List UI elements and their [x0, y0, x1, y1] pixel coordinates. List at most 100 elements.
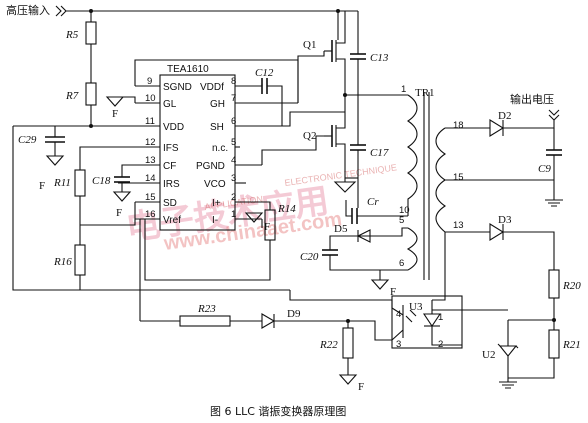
svg-text:5: 5 — [399, 215, 404, 226]
r22-label: R22 — [319, 339, 338, 351]
ground-icon — [244, 212, 264, 223]
r5-label: R5 — [65, 29, 79, 41]
r11-label: R11 — [53, 177, 71, 189]
svg-text:12: 12 — [145, 137, 156, 148]
svg-text:F: F — [358, 381, 364, 393]
ground-label: F — [39, 180, 45, 192]
u3-label: U3 — [409, 301, 423, 313]
watermark-sub1: ELECTRONIC TECHNIQUE — [284, 162, 398, 188]
diode-d3 — [489, 223, 505, 241]
svg-text:10: 10 — [145, 93, 156, 104]
svg-text:PGND: PGND — [196, 161, 225, 172]
c18-label: C18 — [92, 175, 111, 187]
resistor-r20 — [548, 269, 560, 299]
optocoupler-u3 — [391, 295, 463, 349]
q2-label: Q2 — [303, 130, 316, 142]
svg-text:14: 14 — [145, 173, 156, 184]
svg-text:I+: I+ — [212, 198, 221, 209]
c9-label: C9 — [538, 163, 551, 175]
c20-label: C20 — [300, 251, 319, 263]
svg-text:VDD: VDD — [163, 122, 184, 133]
svg-text:GL: GL — [163, 99, 177, 110]
ground-icon — [112, 191, 132, 202]
resistor-r7 — [85, 82, 97, 106]
ground-icon — [45, 155, 65, 166]
svg-text:IRS: IRS — [163, 179, 180, 190]
svg-text:2: 2 — [231, 192, 236, 203]
input-arrow-icon — [55, 5, 67, 17]
svg-text:7: 7 — [231, 93, 236, 104]
svg-text:5: 5 — [231, 137, 236, 148]
svg-text:15: 15 — [145, 192, 156, 203]
svg-text:11: 11 — [145, 116, 155, 127]
svg-text:1: 1 — [401, 84, 406, 95]
c17-label: C17 — [370, 147, 389, 159]
diode-d9 — [261, 313, 276, 329]
r21-label: R21 — [562, 339, 581, 351]
tr1-label: TR1 — [415, 87, 435, 99]
diode-d2 — [489, 119, 505, 137]
r20-label: R20 — [562, 280, 581, 292]
svg-text:F: F — [112, 108, 118, 120]
d2-label: D2 — [498, 110, 511, 122]
r16-label: R16 — [53, 256, 72, 268]
svg-text:18: 18 — [453, 120, 464, 131]
d5-label: D5 — [334, 223, 348, 235]
c29-label: C29 — [18, 134, 37, 146]
r23-label: R23 — [197, 303, 216, 315]
mosfet-q2 — [324, 95, 346, 178]
svg-text:6: 6 — [231, 116, 236, 127]
svg-text:F: F — [390, 286, 396, 298]
d9-label: D9 — [287, 308, 301, 320]
svg-text:3: 3 — [396, 339, 401, 350]
output-arrow-icon — [548, 109, 560, 121]
svg-text:10: 10 — [399, 205, 410, 216]
figure-caption: 图 6 LLC 谐振变换器原理图 — [210, 404, 346, 418]
svg-text:4: 4 — [396, 309, 401, 320]
svg-text:1: 1 — [231, 209, 236, 220]
r14-label: R14 — [277, 203, 296, 215]
u2-label: U2 — [482, 349, 495, 361]
svg-text:F: F — [116, 207, 122, 219]
resistor-r23 — [179, 315, 231, 327]
svg-text:9: 9 — [147, 76, 152, 87]
c12-label: C12 — [255, 67, 274, 79]
resistor-r5 — [85, 21, 97, 45]
svg-text:IFS: IFS — [163, 143, 179, 154]
transformer-tr1: TR1 1 10 5 6 18 15 13 — [399, 84, 464, 280]
svg-text:6: 6 — [399, 258, 404, 269]
mosfet-q1 — [324, 11, 346, 95]
svg-text:F: F — [264, 221, 270, 233]
svg-text:16: 16 — [145, 209, 156, 220]
svg-text:2: 2 — [438, 339, 443, 350]
svg-text:SD: SD — [163, 198, 177, 209]
ground-icon — [338, 374, 358, 385]
svg-text:VCO: VCO — [204, 179, 226, 190]
ground-icon — [499, 381, 517, 389]
q1-label: Q1 — [303, 39, 316, 51]
svg-text:VDDf: VDDf — [200, 82, 224, 93]
svg-text:1: 1 — [438, 312, 443, 323]
ic-name: TEA1610 — [167, 64, 209, 75]
diode-d5 — [356, 229, 371, 243]
r7-label: R7 — [65, 90, 79, 102]
ic-tea1610 — [159, 74, 236, 231]
resistor-r16 — [74, 244, 86, 276]
ground-icon — [333, 181, 357, 193]
svg-text:CF: CF — [163, 161, 176, 172]
svg-text:4: 4 — [231, 155, 236, 166]
resistor-r22 — [342, 327, 354, 359]
svg-text:Vref: Vref — [163, 215, 181, 226]
svg-text:GH: GH — [210, 99, 225, 110]
ground-icon — [545, 199, 563, 207]
svg-text:SH: SH — [210, 122, 224, 133]
c13-label: C13 — [370, 52, 389, 64]
svg-text:13: 13 — [453, 220, 464, 231]
cr-label: Cr — [367, 196, 379, 208]
output-label: 输出电压 — [510, 92, 554, 106]
resistor-r21 — [548, 329, 560, 359]
svg-text:3: 3 — [231, 173, 236, 184]
